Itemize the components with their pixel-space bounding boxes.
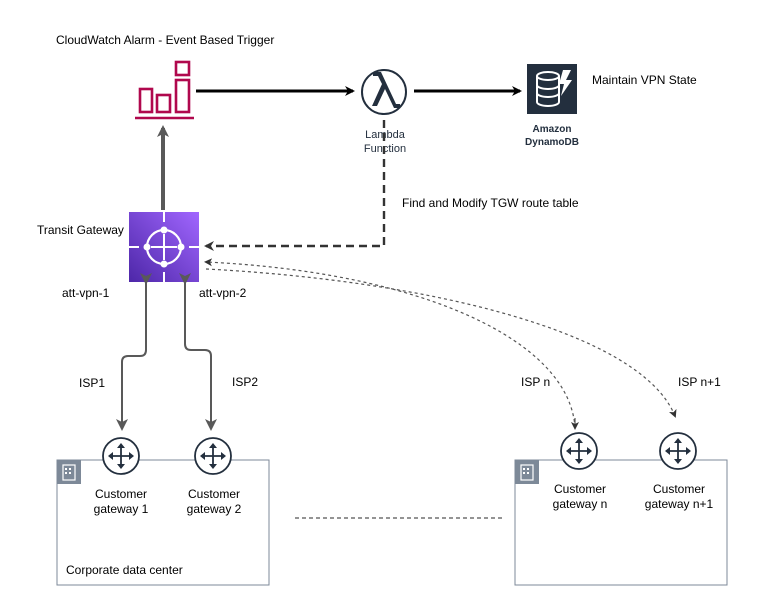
- arrow-lambda-to-transit-gateway: [204, 120, 386, 251]
- corporate-data-center-label: Corporate data center: [66, 563, 183, 577]
- corporate-data-center-right: [514, 459, 728, 586]
- isp1-label: ISP1: [79, 376, 105, 390]
- dynamodb-icon: [527, 64, 577, 114]
- modify-route-label: Find and Modify TGW route table: [402, 196, 579, 210]
- cgwn1-label-line1: Customer: [653, 482, 705, 496]
- cgw1-label-line2: gateway 1: [94, 502, 149, 516]
- dynamodb-label-line2: DynamoDB: [525, 137, 579, 148]
- customer-gateway-n1-icon: [659, 432, 697, 470]
- cgwn-label-line1: Customer: [554, 482, 606, 496]
- cloudwatch-icon: [135, 60, 194, 120]
- ispn1-label: ISP n+1: [678, 375, 721, 389]
- corporate-data-center-left: [56, 459, 270, 586]
- cgwn-label-line2: gateway n: [553, 497, 608, 511]
- link-isp2: [179, 273, 217, 431]
- cgw2-label-line2: gateway 2: [187, 502, 242, 516]
- ispn-label: ISP n: [521, 375, 550, 389]
- link-isp1: [116, 273, 152, 431]
- cgw2-label-line1: Customer: [188, 487, 240, 501]
- lambda-icon: [361, 69, 407, 115]
- transit-gateway-label: Transit Gateway: [37, 223, 124, 237]
- link-isp-n1: [205, 268, 677, 418]
- lambda-label-line1: Lambda: [365, 129, 406, 141]
- cloudwatch-trigger-label: CloudWatch Alarm - Event Based Trigger: [56, 33, 274, 47]
- building-icon-left: [57, 460, 81, 484]
- cgw1-label-line1: Customer: [95, 487, 147, 501]
- att-vpn-1-label: att-vpn-1: [62, 286, 110, 300]
- att-vpn-2-label: att-vpn-2: [199, 286, 247, 300]
- customer-gateway-2-icon: [194, 437, 232, 475]
- link-isp-n: [204, 258, 576, 429]
- customer-gateway-1-icon: [102, 437, 140, 475]
- dynamodb-label-line1: Amazon: [533, 124, 572, 135]
- building-icon-right: [515, 460, 539, 484]
- maintain-state-label: Maintain VPN State: [592, 73, 697, 87]
- cgwn1-label-line2: gateway n+1: [645, 497, 714, 511]
- transit-gateway-icon: [129, 212, 199, 282]
- customer-gateway-n-icon: [560, 432, 598, 470]
- isp2-label: ISP2: [232, 375, 258, 389]
